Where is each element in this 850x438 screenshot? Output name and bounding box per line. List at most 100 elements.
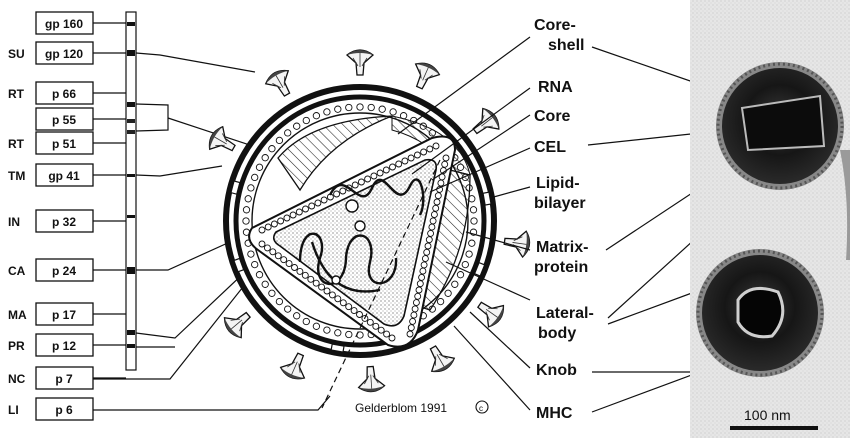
svg-text:c: c xyxy=(479,404,483,413)
matrix-bead xyxy=(466,251,472,257)
core-shell-bead xyxy=(421,262,427,268)
gel-band-11: p 6 LI xyxy=(8,398,93,420)
gel-band-label: p 6 xyxy=(55,403,73,417)
matrix-bead xyxy=(248,251,254,257)
core-shell-bead xyxy=(438,180,444,186)
core-shell-bead xyxy=(435,193,441,199)
core-shell-bead xyxy=(443,155,449,161)
matrix-bead xyxy=(294,123,300,129)
matrix-bead xyxy=(285,130,291,136)
gel-band-protein-class: PR xyxy=(8,339,25,353)
label-matrix-protein-line1: Matrix- xyxy=(536,239,588,256)
core-shell-bead xyxy=(259,227,265,233)
matrix-bead xyxy=(437,298,443,304)
core-shell-bead xyxy=(373,323,379,329)
core-shell-bead xyxy=(402,158,408,164)
gel-band-protein-class: RT xyxy=(8,87,25,101)
core-shell-bead xyxy=(425,243,431,249)
matrix-bead xyxy=(469,240,475,246)
core-shell-bead xyxy=(286,261,292,267)
matrix-bead xyxy=(357,104,363,110)
core-shell-bead xyxy=(410,318,416,324)
label-mhc: MHC xyxy=(536,405,573,422)
matrix-bead xyxy=(313,323,319,329)
matrix-bead xyxy=(269,290,275,296)
matrix-bead xyxy=(346,331,352,337)
matrix-bead xyxy=(313,113,319,119)
core-shell-bead xyxy=(270,249,276,255)
core-shell-bead xyxy=(433,205,439,211)
label-lateral-body-line1: Lateral- xyxy=(536,305,594,322)
matrix-bead xyxy=(252,174,258,180)
core-shell-bead xyxy=(414,152,420,158)
core-shell-bead xyxy=(309,203,315,209)
matrix-bead xyxy=(368,104,374,110)
matrix-bead xyxy=(248,185,254,191)
gel-band-10: p 7NC xyxy=(8,367,126,389)
core-shell-bead xyxy=(265,224,271,230)
core-shell-bead xyxy=(264,245,270,251)
core-shell-bead xyxy=(434,199,440,205)
core-shell-bead xyxy=(431,212,437,218)
gel-band-protein-class: IN xyxy=(8,215,20,229)
core-shell-bead xyxy=(290,212,296,218)
matrix-bead xyxy=(262,155,268,161)
gel-band-label: p 12 xyxy=(52,339,76,353)
core-shell-bead xyxy=(415,293,421,299)
core-shell-bead xyxy=(335,296,341,302)
core-shell-bead xyxy=(420,268,426,274)
core-shell-bead xyxy=(408,325,414,331)
matrix-bead xyxy=(335,106,341,112)
core-shell-bead xyxy=(346,304,352,310)
matrix-bead xyxy=(462,261,468,267)
core-shell-bead xyxy=(275,253,281,259)
matrix-bead xyxy=(471,218,477,224)
core-shell-bead xyxy=(292,265,298,271)
core-shell-bead xyxy=(284,215,290,221)
matrix-bead xyxy=(285,306,291,312)
matrix-bead xyxy=(269,146,275,152)
core-shell-bead xyxy=(429,224,435,230)
electron-micrograph: 100 nm xyxy=(690,0,850,438)
gel-band-label: gp 41 xyxy=(48,169,80,183)
matrix-bead xyxy=(245,196,251,202)
core-shell-bead xyxy=(424,249,430,255)
core-shell-bead xyxy=(352,182,358,188)
gel-band-label: p 24 xyxy=(52,264,76,278)
core-shell-bead xyxy=(427,146,433,152)
matrix-bead xyxy=(335,330,341,336)
core-shell-bead xyxy=(365,176,371,182)
gel-band-label: p 17 xyxy=(52,308,76,322)
core-shell-bead xyxy=(319,284,325,290)
core-shell-bead xyxy=(302,272,308,278)
core-shell-bead xyxy=(303,206,309,212)
core-shell-bead xyxy=(259,241,265,247)
core-shell-bead xyxy=(357,312,363,318)
matrix-bead xyxy=(390,109,396,115)
core-shell-bead xyxy=(416,287,422,293)
label-knob: Knob xyxy=(536,362,577,379)
matrix-bead xyxy=(303,117,309,123)
matrix-bead xyxy=(276,137,282,143)
matrix-bead xyxy=(324,327,330,333)
label-matrix-protein-line2: protein xyxy=(534,259,588,276)
core-shell-bead xyxy=(430,218,436,224)
matrix-bead xyxy=(445,290,451,296)
matrix-bead xyxy=(294,313,300,319)
core-shell-bead xyxy=(433,143,439,149)
gel-strip xyxy=(126,12,136,370)
label-core-shell-line2: shell xyxy=(548,37,584,54)
gel-band-protein-class: LI xyxy=(8,403,19,417)
core-shell-bead xyxy=(419,274,425,280)
core-shell-bead xyxy=(321,197,327,203)
core-shell-bead xyxy=(281,257,287,263)
core-shell-bead xyxy=(377,170,383,176)
matrix-bead xyxy=(256,164,262,170)
credit-text: Gelderblom 1991 xyxy=(355,401,447,415)
